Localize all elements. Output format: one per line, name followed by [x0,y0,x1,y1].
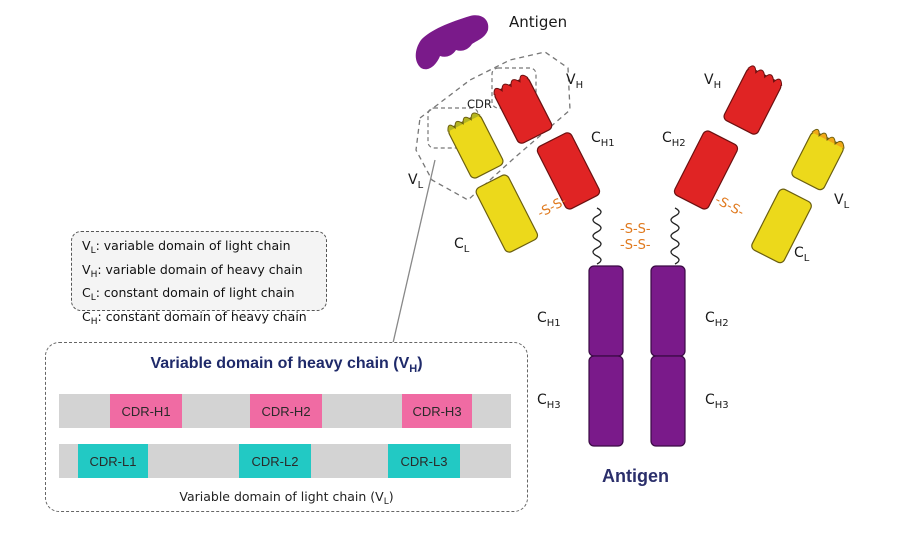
right-ch1-domain [673,130,739,210]
cl-left-label: CL [454,236,470,255]
vl-right-label: VL [834,192,850,211]
ch2-right-upper-label: CH2 [662,130,686,149]
ch3-right-label: CH3 [705,392,729,411]
cdr-l1-segment: CDR-L1 [78,444,148,478]
left-vh-domain [494,77,553,144]
right-ch3-domain [650,355,686,447]
antigen-shape [415,15,489,70]
vh-left-label: VH [566,72,584,91]
cdr-h3-segment: CDR-H3 [402,394,472,428]
cl-right-label: CL [794,245,810,264]
cdr-label: CDR [467,97,492,111]
antigen-top-label: Antigen [509,13,568,31]
right-vh-domain [723,68,782,135]
left-ch1-domain [536,132,601,210]
left-ch3-domain [588,355,624,447]
right-vh-cdr-tip [747,65,783,86]
legend-item-vh: VH: variable domain of heavy chain [82,261,303,280]
light-chain-track: CDR-L1 CDR-L2 CDR-L3 [59,444,511,478]
ch1-lower-label: CH1 [537,310,561,329]
right-ch2-domain [650,265,686,357]
detail-box-caption: Variable domain of light chain (VL) [179,489,394,507]
legend-item-cl: CL: constant domain of light chain [82,285,295,303]
cdr-l3-segment: CDR-L3 [388,444,460,478]
left-vl-cdr-tip [447,112,481,132]
right-vl-cdr-tip [811,128,845,149]
legend-item-ch: CH: constant domain of heavy chain [82,308,307,327]
cdr-l2-segment: CDR-L2 [239,444,311,478]
ch2-lower-label: CH2 [705,310,729,329]
legend-box: VL: variable domain of light chain VH: v… [71,231,327,327]
pointer-line [392,159,436,344]
vh-right-label: VH [704,72,722,91]
right-vl-domain [791,131,844,191]
cdr-h1-segment: CDR-H1 [110,394,182,428]
heavy-chain-track: CDR-H1 CDR-H2 CDR-H3 [59,394,511,428]
ch3-left-label: CH3 [537,392,561,411]
detail-box-title: Variable domain of heavy chain (VH) [150,355,423,375]
antigen-bottom-label: Antigen [602,466,669,486]
right-hinge [670,207,680,265]
left-ch2-domain [588,265,624,357]
left-hinge [592,207,602,265]
variable-domain-detail-box: Variable domain of heavy chain (VH) CDR-… [45,342,528,512]
left-cl-domain [475,174,539,253]
disulfide-center-2: -S-S- [620,238,651,253]
disulfide-center-1: -S-S- [620,222,651,237]
right-cl-domain [751,188,812,264]
ch1-left-label: CH1 [591,130,615,149]
left-vh-cdr-tip [493,74,529,96]
legend-item-vl: VL: variable domain of light chain [82,238,291,256]
cdr-h2-segment: CDR-H2 [250,394,322,428]
vl-left-label: VL [408,172,424,191]
cdr-dashed-outline [415,51,571,201]
